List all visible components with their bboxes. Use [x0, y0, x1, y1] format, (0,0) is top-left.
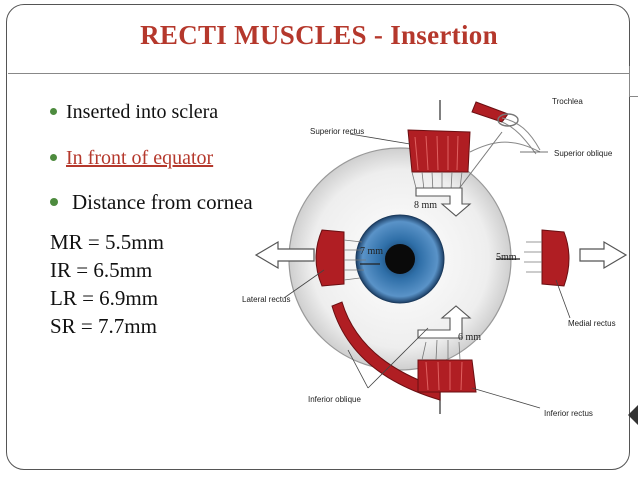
- distance-inferior: 6 mm: [458, 332, 481, 343]
- measurement-sr: SR = 7.7mm: [50, 314, 157, 338]
- measurement-ir: IR = 6.5mm: [50, 258, 153, 282]
- pointer-line: [349, 133, 411, 145]
- arrow-inferior: [417, 305, 472, 339]
- bullet-dot: [50, 153, 57, 161]
- pointer-line: [555, 279, 571, 319]
- inferior-rectus-muscle: [417, 339, 477, 393]
- pointer-line: [283, 269, 325, 299]
- corner-decoration: [629, 66, 638, 97]
- slide-title: RECTI MUSCLES - Insertion: [140, 20, 498, 50]
- bullet-text: Distance from cornea: [72, 190, 253, 214]
- arrow-left: [254, 240, 315, 270]
- arrow-superior: [415, 187, 472, 217]
- arrow-right: [579, 240, 628, 270]
- distance-superior: 8 mm: [414, 200, 437, 211]
- superior-oblique-muscle: [454, 101, 541, 195]
- bullet-item: Distance from cornea: [50, 190, 253, 215]
- label-lateral-rectus: Lateral rectus: [242, 295, 290, 304]
- superior-rectus-muscle: [407, 129, 471, 193]
- bullet-dot: [50, 198, 58, 207]
- bullet-text: Inserted into sclera: [66, 101, 219, 123]
- measurement-mr: MR = 5.5mm: [50, 230, 164, 254]
- pupil: [385, 244, 415, 274]
- eye-muscle-diagram: Trochlea Superior rectus Superior obliqu…: [242, 97, 628, 418]
- label-superior-rectus: Superior rectus: [310, 127, 364, 136]
- bullet-dot: [50, 107, 57, 115]
- label-superior-oblique: Superior oblique: [554, 149, 613, 158]
- corner-triangle-decoration: [628, 405, 638, 425]
- label-inferior-rectus: Inferior rectus: [544, 409, 593, 418]
- pointer-line: [471, 387, 541, 409]
- bullet-item: In front of equator: [50, 147, 213, 170]
- bullet-item: Inserted into sclera: [50, 101, 218, 124]
- lateral-rectus-muscle: [315, 229, 366, 287]
- measurement-lr: LR = 6.9mm: [50, 286, 159, 310]
- pointer-line: [367, 327, 429, 389]
- label-trochlea: Trochlea: [552, 97, 583, 106]
- distance-medial: 5mm: [496, 252, 517, 263]
- equator-link[interactable]: In front of equator: [66, 147, 214, 169]
- medial-rectus-muscle: [524, 229, 570, 287]
- distance-lateral: 7 mm: [360, 246, 383, 257]
- title-divider: [8, 73, 630, 74]
- label-medial-rectus: Medial rectus: [568, 319, 616, 328]
- label-inferior-oblique: Inferior oblique: [308, 395, 361, 404]
- pointer-line: [347, 349, 369, 389]
